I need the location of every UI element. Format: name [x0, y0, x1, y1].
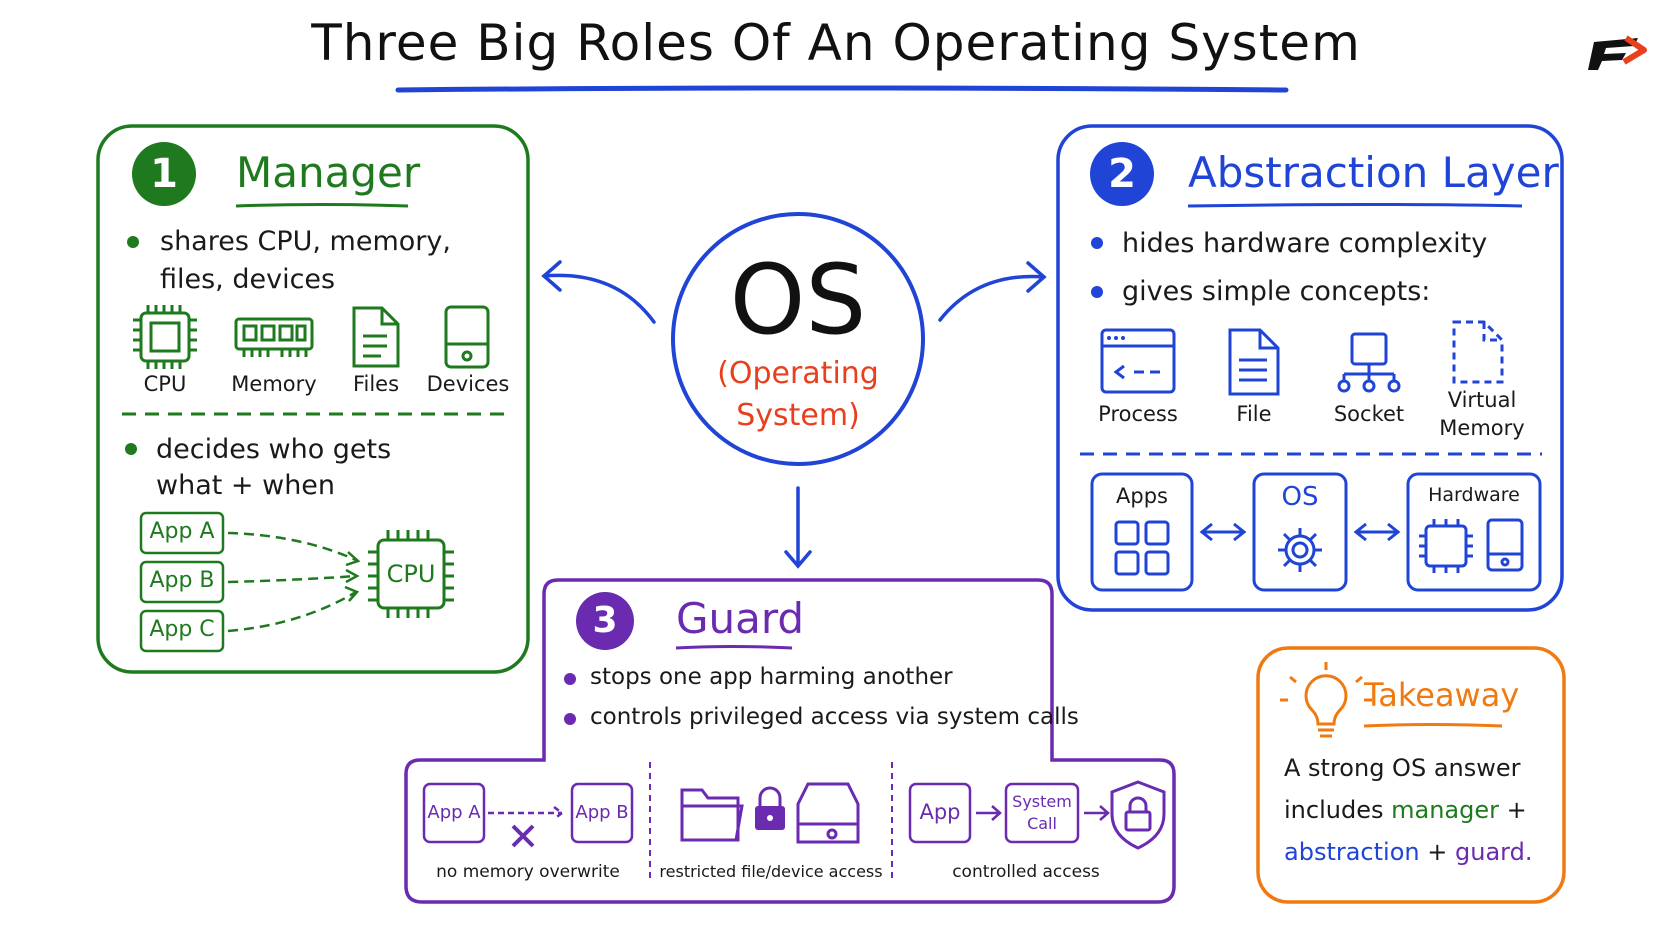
arrow-app-a-cpu	[227, 531, 357, 562]
app-b-box	[139, 560, 225, 604]
process-window-icon	[1100, 328, 1176, 394]
guard-bullet-2: controls privileged access via system ca…	[590, 704, 1079, 730]
takeaway-abstraction-word: abstraction	[1284, 838, 1420, 866]
arrow-to-abstraction	[938, 274, 1046, 322]
cpu-chip-large	[368, 530, 454, 618]
takeaway-line-3: abstraction + guard.	[1284, 838, 1532, 866]
manager-bullet-2-line1: decides who gets	[156, 434, 392, 465]
virtual-memory-icon	[1452, 320, 1504, 384]
guard-app-box	[908, 782, 972, 844]
manager-number-badge: 1	[132, 142, 196, 206]
caption-no-memory-overwrite: no memory overwrite	[436, 862, 620, 882]
blocked-x-icon	[511, 824, 535, 848]
brand-logo-icon	[1588, 35, 1647, 70]
manager-bullet-1-line1: shares CPU, memory,	[160, 226, 451, 257]
app-c-box	[139, 609, 225, 653]
cpu-icon	[133, 305, 197, 369]
os-circle	[671, 212, 925, 466]
abstraction-bullet-2: gives simple concepts:	[1122, 276, 1431, 307]
takeaway-heading: Takeaway	[1364, 676, 1520, 714]
manager-heading: Manager	[236, 148, 421, 197]
drive-icon	[796, 782, 860, 844]
takeaway-plus-1: +	[1506, 796, 1527, 824]
os-subtitle-line2: System)	[736, 398, 860, 433]
guard-app-label: App	[919, 800, 961, 824]
abstraction-box	[1056, 124, 1564, 612]
manager-box	[96, 124, 530, 674]
takeaway-guard-word: guard	[1455, 838, 1525, 866]
shield-lock-icon	[1110, 780, 1166, 850]
resource-label-memory: Memory	[231, 372, 317, 396]
layer-label-os: OS	[1281, 482, 1319, 512]
arrow-apps-os	[1199, 522, 1247, 542]
file-doc-icon	[1228, 328, 1280, 396]
system-call-label-line1: System	[1012, 792, 1072, 811]
guard-app-b-box	[570, 782, 634, 844]
resource-label-cpu: CPU	[143, 372, 187, 396]
app-a-box	[139, 511, 225, 555]
memory-icon	[234, 317, 314, 357]
guard-bullet-1: stops one app harming another	[590, 664, 953, 690]
os-layer-box	[1252, 472, 1348, 592]
abstraction-bullet-1: hides hardware complexity	[1122, 228, 1488, 259]
takeaway-box	[1256, 646, 1566, 904]
caption-restricted-access: restricted file/device access	[659, 862, 883, 881]
hardware-layer-box	[1406, 472, 1542, 592]
device-icon	[444, 305, 490, 369]
system-call-box	[1004, 782, 1080, 844]
app-b-label: App B	[149, 568, 215, 593]
lightbulb-icon	[1280, 662, 1372, 738]
os-label: OS	[729, 244, 867, 356]
manager-bullet-1-line2: files, devices	[160, 264, 336, 295]
arrow-app-b-cpu	[227, 574, 357, 584]
guard-number-badge: 3	[576, 592, 634, 650]
caption-controlled-access: controlled access	[952, 862, 1100, 882]
socket-network-icon	[1337, 332, 1401, 393]
takeaway-plus-2: +	[1427, 838, 1448, 866]
takeaway-period: .	[1524, 838, 1533, 866]
arrow-os-hardware	[1353, 522, 1401, 542]
guard-box	[404, 578, 1176, 904]
app-c-label: App C	[149, 617, 215, 642]
abstraction-number-badge: 2	[1090, 142, 1154, 206]
file-icon	[352, 306, 400, 368]
resource-label-files: Files	[352, 372, 400, 396]
manager-bullet-2-line2: what + when	[156, 470, 336, 501]
system-call-label-line2: Call	[1027, 814, 1057, 833]
layer-label-hardware: Hardware	[1428, 484, 1520, 506]
resource-label-devices: Devices	[426, 372, 510, 396]
concept-label-process: Process	[1098, 402, 1178, 426]
lock-icon	[755, 786, 785, 830]
hardware-chip-icon	[1419, 519, 1473, 573]
takeaway-line-2: includes manager +	[1284, 796, 1527, 824]
os-subtitle-line1: (Operating	[717, 356, 879, 391]
concept-label-memory: Memory	[1439, 416, 1525, 440]
guard-app-b-label: App B	[575, 802, 629, 823]
guard-app-a-box	[422, 782, 486, 844]
cpu-chip-label: CPU	[386, 560, 436, 588]
apps-grid-icon	[1114, 520, 1170, 576]
takeaway-line-1: A strong OS answer	[1284, 754, 1521, 782]
arrow-app-c-cpu	[227, 590, 357, 633]
concept-label-virtual: Virtual	[1447, 388, 1517, 412]
gear-icon	[1278, 528, 1322, 572]
takeaway-includes: includes	[1284, 796, 1384, 824]
layer-label-apps: Apps	[1116, 484, 1168, 508]
app-a-label: App A	[149, 519, 215, 544]
arrow-to-manager	[542, 273, 656, 324]
concept-label-socket: Socket	[1333, 402, 1405, 426]
takeaway-manager-word: manager	[1391, 796, 1499, 824]
guard-heading: Guard	[676, 594, 805, 643]
folder-icon	[680, 788, 744, 842]
page-title: Three Big Roles Of An Operating System	[311, 14, 1361, 72]
abstraction-heading: Abstraction Layer	[1188, 148, 1559, 197]
blocked-arrow	[488, 806, 565, 820]
title-underline	[395, 85, 1289, 93]
guard-app-a-label: App A	[427, 802, 481, 823]
concept-label-file: File	[1236, 402, 1272, 426]
hardware-device-icon	[1486, 518, 1524, 572]
apps-layer-box	[1090, 472, 1194, 592]
